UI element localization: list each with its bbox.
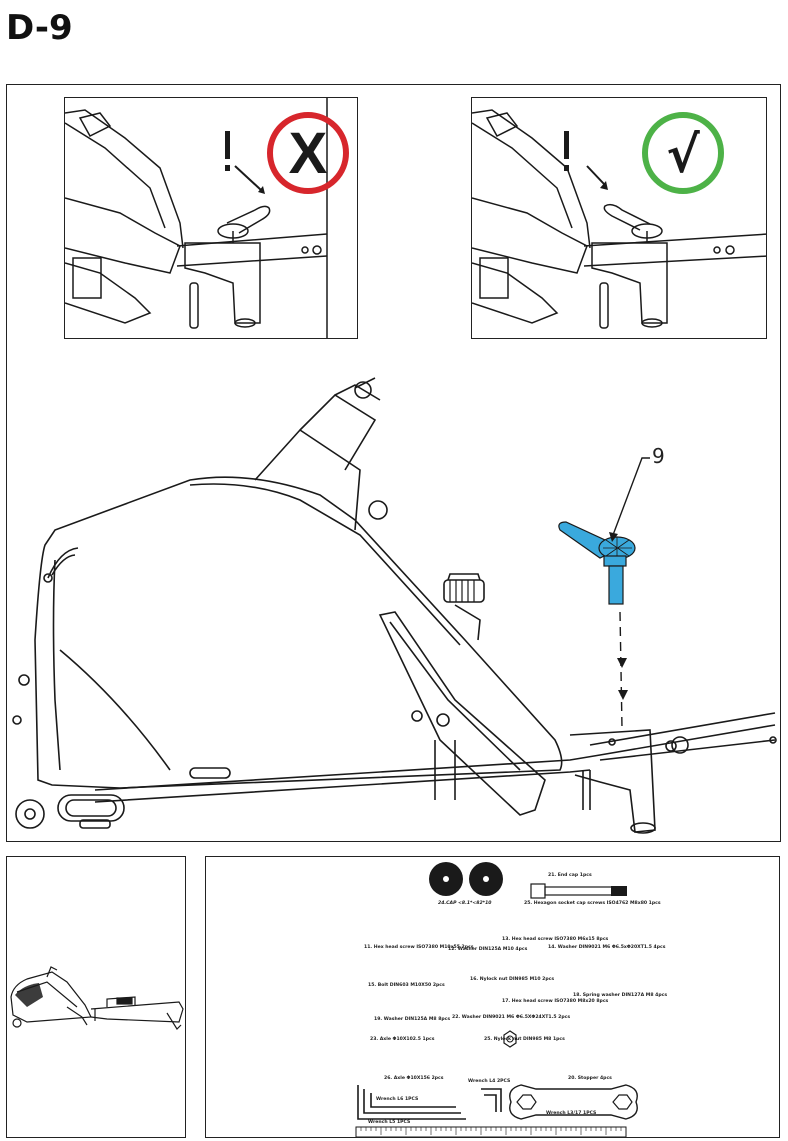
overview-rower-drawing [10, 966, 184, 1030]
correct-inset-drawing: √ [472, 109, 766, 329]
correct-inset: √ [471, 97, 767, 339]
part-label-14: 14. Washer DIN9021 M6 Φ6.5xΦ20XT1.5 4pcs [548, 945, 666, 950]
part-label-16: 16. Nylock nut DIN985 M10 2pcs [470, 977, 555, 982]
wrench-label-l3-17: Wrench L3/17 1PCS [546, 1111, 597, 1116]
part-label-20: 20. Stopper 4pcs [568, 1076, 612, 1081]
part-label-26: 26. Axle Φ10X156 2pcs [384, 1076, 444, 1081]
incorrect-inset: X [64, 97, 358, 339]
part-label-22: 22. Washer DIN9021 M6 Φ6.5XΦ24XT1.5 2pcs [452, 1015, 571, 1020]
parts-drawing [355, 862, 638, 1137]
overview-thumbnail [6, 856, 186, 1138]
part-label-12: 12. Washer DIN125A M10 4pcs [448, 947, 528, 952]
part-label-11: 11. Hex head screw ISO7380 M10x55 2pcs [364, 945, 474, 950]
part-label-23: 23. Axle Φ10X102.5 1pcs [370, 1037, 435, 1042]
part-label-25: 25. Hexagon socket cap screws ISO4762 M8… [524, 901, 661, 906]
part-label-18: 18. Spring washer DIN127A M8 4pcs [573, 993, 668, 998]
step-title: D-9 [6, 8, 73, 48]
part-label-17: 17. Hex head screw ISO7380 M8x20 8pcs [502, 999, 609, 1004]
parts-panel: 21. End cap 1pcs 24.CAP <8.1*<82*10 25. … [205, 856, 780, 1138]
incorrect-inset-drawing: X [65, 98, 349, 338]
part-label-15: 15. Bolt DIN603 M10X50 2pcs [368, 983, 445, 988]
part-label-19: 19. Washer DIN125A M8 8pcs [374, 1017, 451, 1022]
wrong-mark: X [289, 121, 328, 186]
wrench-label-l4: Wrench L4 2PCS [468, 1079, 511, 1084]
wrench-label-l5: Wrench L5 1PCS [368, 1120, 411, 1125]
part-label-25b: 25. Nylock nut DIN985 M8 1pcs [484, 1037, 565, 1042]
right-mark: √ [666, 126, 700, 184]
part-label-21: 21. End cap 1pcs [548, 873, 592, 878]
wrench-label-l6: Wrench L6 1PCS [376, 1097, 419, 1102]
part-label-24: 24.CAP <8.1*<82*10 [438, 901, 492, 906]
callout-number: 9 [652, 444, 665, 468]
part-label-13: 13. Hex head screw ISO7380 M6x15 8pcs [502, 937, 609, 942]
